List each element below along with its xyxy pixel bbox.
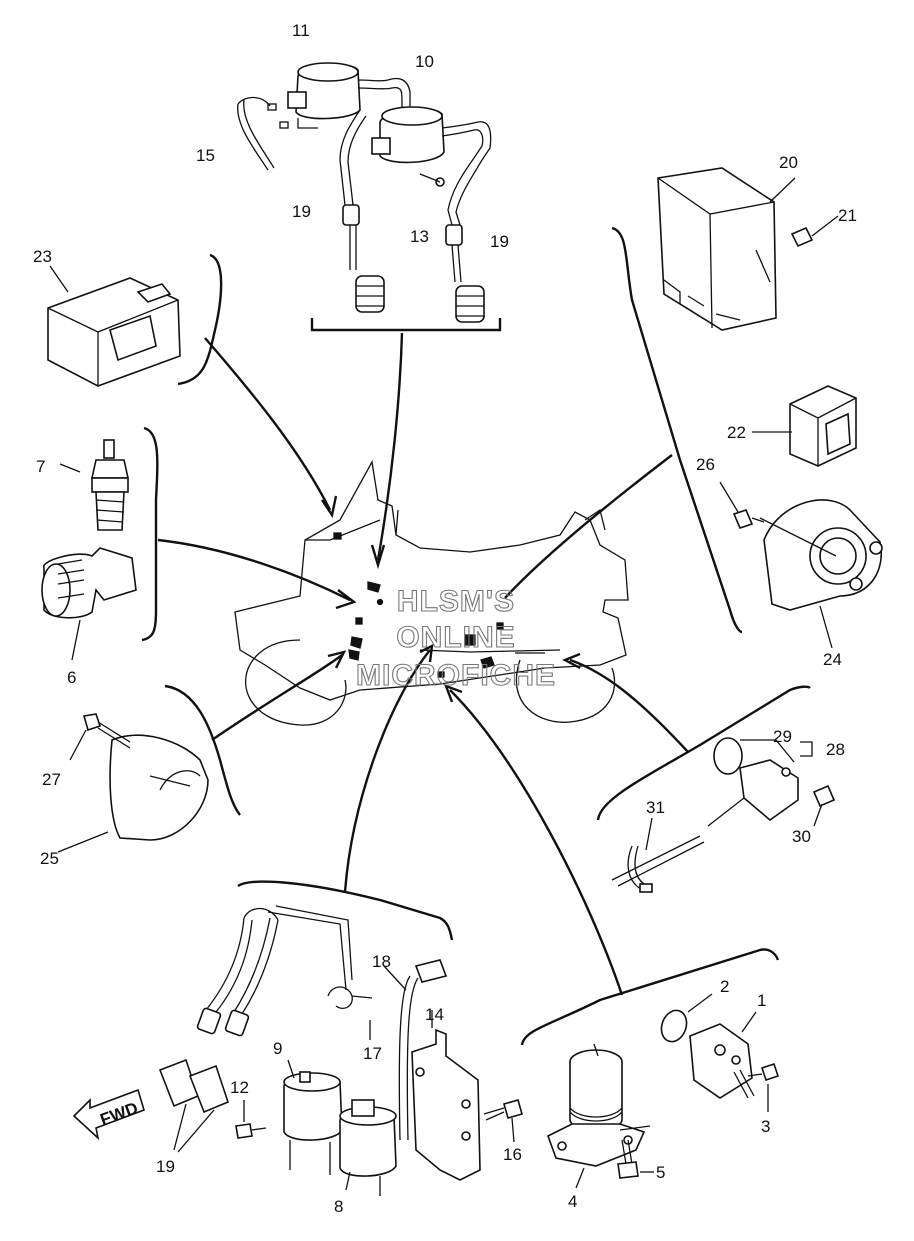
callout-9: 9	[273, 1039, 282, 1058]
callout-24: 24	[823, 650, 842, 669]
horn-24	[759, 499, 883, 649]
callout-11: 11	[292, 21, 310, 40]
callout-6: 6	[67, 668, 76, 687]
bolt-12	[235, 1100, 267, 1139]
callout-15: 15	[196, 146, 215, 165]
plug-caps-19-lower	[158, 905, 353, 1153]
callout-8: 8	[334, 1197, 343, 1216]
thermo-switch-6	[41, 547, 137, 661]
watermark-line-1: HLSM'S	[397, 585, 515, 618]
bolt-30	[812, 784, 836, 827]
motorcycle-silhouette	[234, 460, 629, 726]
callout-2: 2	[720, 977, 729, 996]
callout-19c: 19	[156, 1157, 175, 1176]
callout-27: 27	[42, 770, 61, 789]
bolt-21	[790, 215, 839, 248]
wire-15	[237, 96, 289, 171]
plug-cap-19-right	[445, 157, 485, 323]
callout-26: 26	[696, 455, 715, 474]
bolt-13	[419, 173, 445, 187]
fwd-arrow: FWD	[72, 1088, 145, 1141]
callout-16: 16	[503, 1145, 522, 1164]
callout-17: 17	[363, 1044, 382, 1063]
screw-3	[747, 1062, 780, 1112]
ignition-coil-10	[371, 106, 492, 164]
ecu-unit-20	[657, 167, 796, 331]
callout-30: 30	[792, 827, 811, 846]
callout-19a: 19	[292, 202, 311, 221]
callout-12: 12	[230, 1078, 249, 1097]
bolt-5	[617, 1139, 654, 1179]
actuator-4	[547, 1043, 651, 1189]
callout-29: 29	[773, 727, 792, 746]
callout-20: 20	[779, 153, 798, 172]
callout-13: 13	[410, 227, 429, 246]
bolt-27	[69, 713, 131, 761]
horn-25	[57, 734, 209, 853]
callout-23: 23	[33, 247, 52, 266]
callout-19b: 19	[490, 232, 509, 251]
bolt-16	[483, 1099, 523, 1143]
callout-7: 7	[36, 457, 45, 476]
watermark-line-3: MICROFICHE	[356, 659, 556, 692]
callout-14: 14	[425, 1005, 444, 1024]
ignition-coil-8	[339, 1099, 397, 1196]
group-leader-lines	[157, 332, 689, 996]
ignition-coil-9	[283, 1059, 343, 1175]
relay-23	[47, 265, 181, 387]
callout-31: 31	[646, 798, 665, 817]
relay-22	[752, 385, 857, 467]
watermark-line-2: ONLINE	[396, 621, 515, 654]
callout-labels: 1 2 3 4 5 6 7 8 9 10 11 12 13 14 15 16 1…	[33, 21, 857, 1216]
callout-10: 10	[415, 52, 434, 71]
callout-22: 22	[727, 423, 746, 442]
bracket-14	[411, 1010, 481, 1181]
clamp-17	[327, 986, 373, 1040]
plug-cap-19-left	[339, 109, 385, 313]
callout-21: 21	[838, 206, 857, 225]
callout-1: 1	[757, 991, 766, 1010]
watermark: HLSM'S ONLINE MICROFICHE	[355, 584, 556, 692]
bolt-26	[719, 481, 765, 529]
cable-31	[611, 817, 705, 893]
o-ring-2	[660, 993, 713, 1043]
wire-18	[383, 959, 448, 1141]
callout-5: 5	[656, 1163, 665, 1182]
callout-18: 18	[372, 952, 391, 971]
servo-motor-1	[689, 1011, 757, 1099]
callout-4: 4	[568, 1192, 577, 1211]
speed-sensor-28	[707, 741, 813, 827]
callout-3: 3	[761, 1117, 770, 1136]
group-brackets	[141, 226, 811, 1046]
o-ring-29	[713, 737, 795, 775]
callout-25: 25	[40, 849, 59, 868]
callout-28: 28	[826, 740, 845, 759]
switch-7	[59, 439, 129, 531]
